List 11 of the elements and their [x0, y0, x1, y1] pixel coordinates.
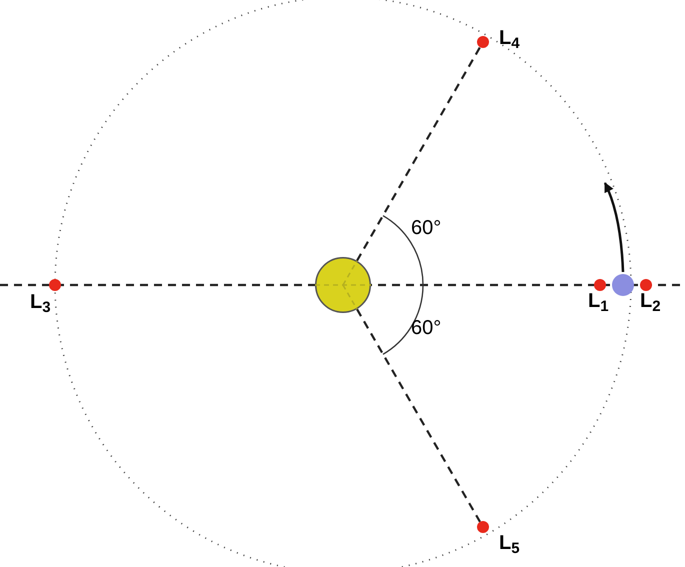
point-label: L$_{1}$	[588, 291, 609, 311]
planet-circle	[612, 274, 634, 296]
dashed-line	[356, 308, 481, 522]
point-label: L$_{2}$	[640, 291, 661, 311]
point-label: L$_{5}$	[499, 533, 520, 553]
point-label: L$_{3}$	[30, 292, 51, 312]
angle-label: 60°	[411, 218, 442, 238]
angle-label: 60°	[411, 318, 442, 338]
sun-circle	[315, 257, 371, 313]
point-label: L$_{4}$	[499, 28, 520, 48]
dashed-line	[356, 46, 481, 262]
